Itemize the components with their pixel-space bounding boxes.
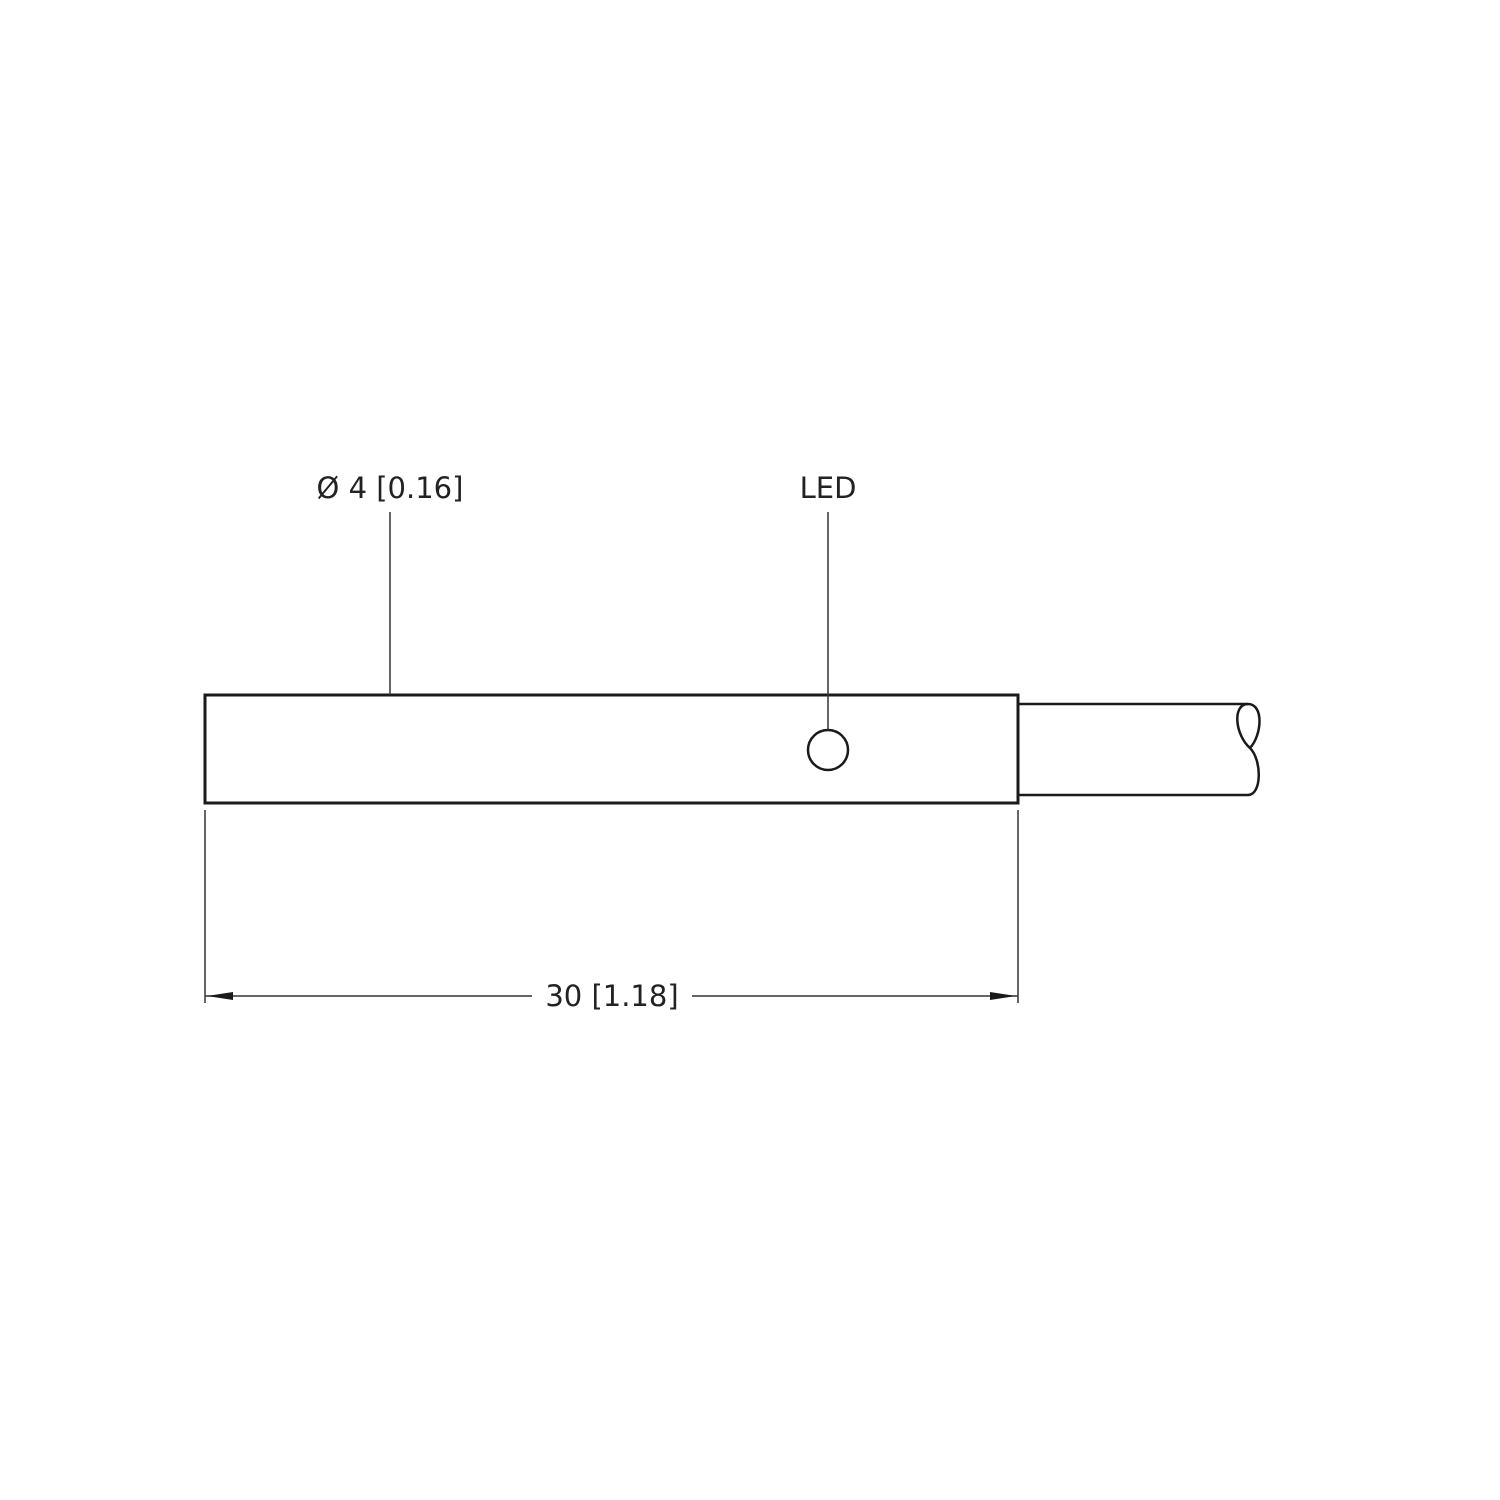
cable-break-symbol <box>1236 702 1261 797</box>
arrowhead-left <box>207 992 233 1000</box>
arrowhead-right <box>990 992 1016 1000</box>
diameter-label: Ø 4 [0.16] <box>317 471 464 505</box>
length-dimension <box>204 810 1019 1003</box>
length-label: 30 [1.18] <box>545 979 678 1013</box>
sensor-body <box>203 693 1020 805</box>
led-indicator <box>806 728 850 772</box>
cable <box>1018 702 1261 797</box>
led-label: LED <box>800 471 857 505</box>
